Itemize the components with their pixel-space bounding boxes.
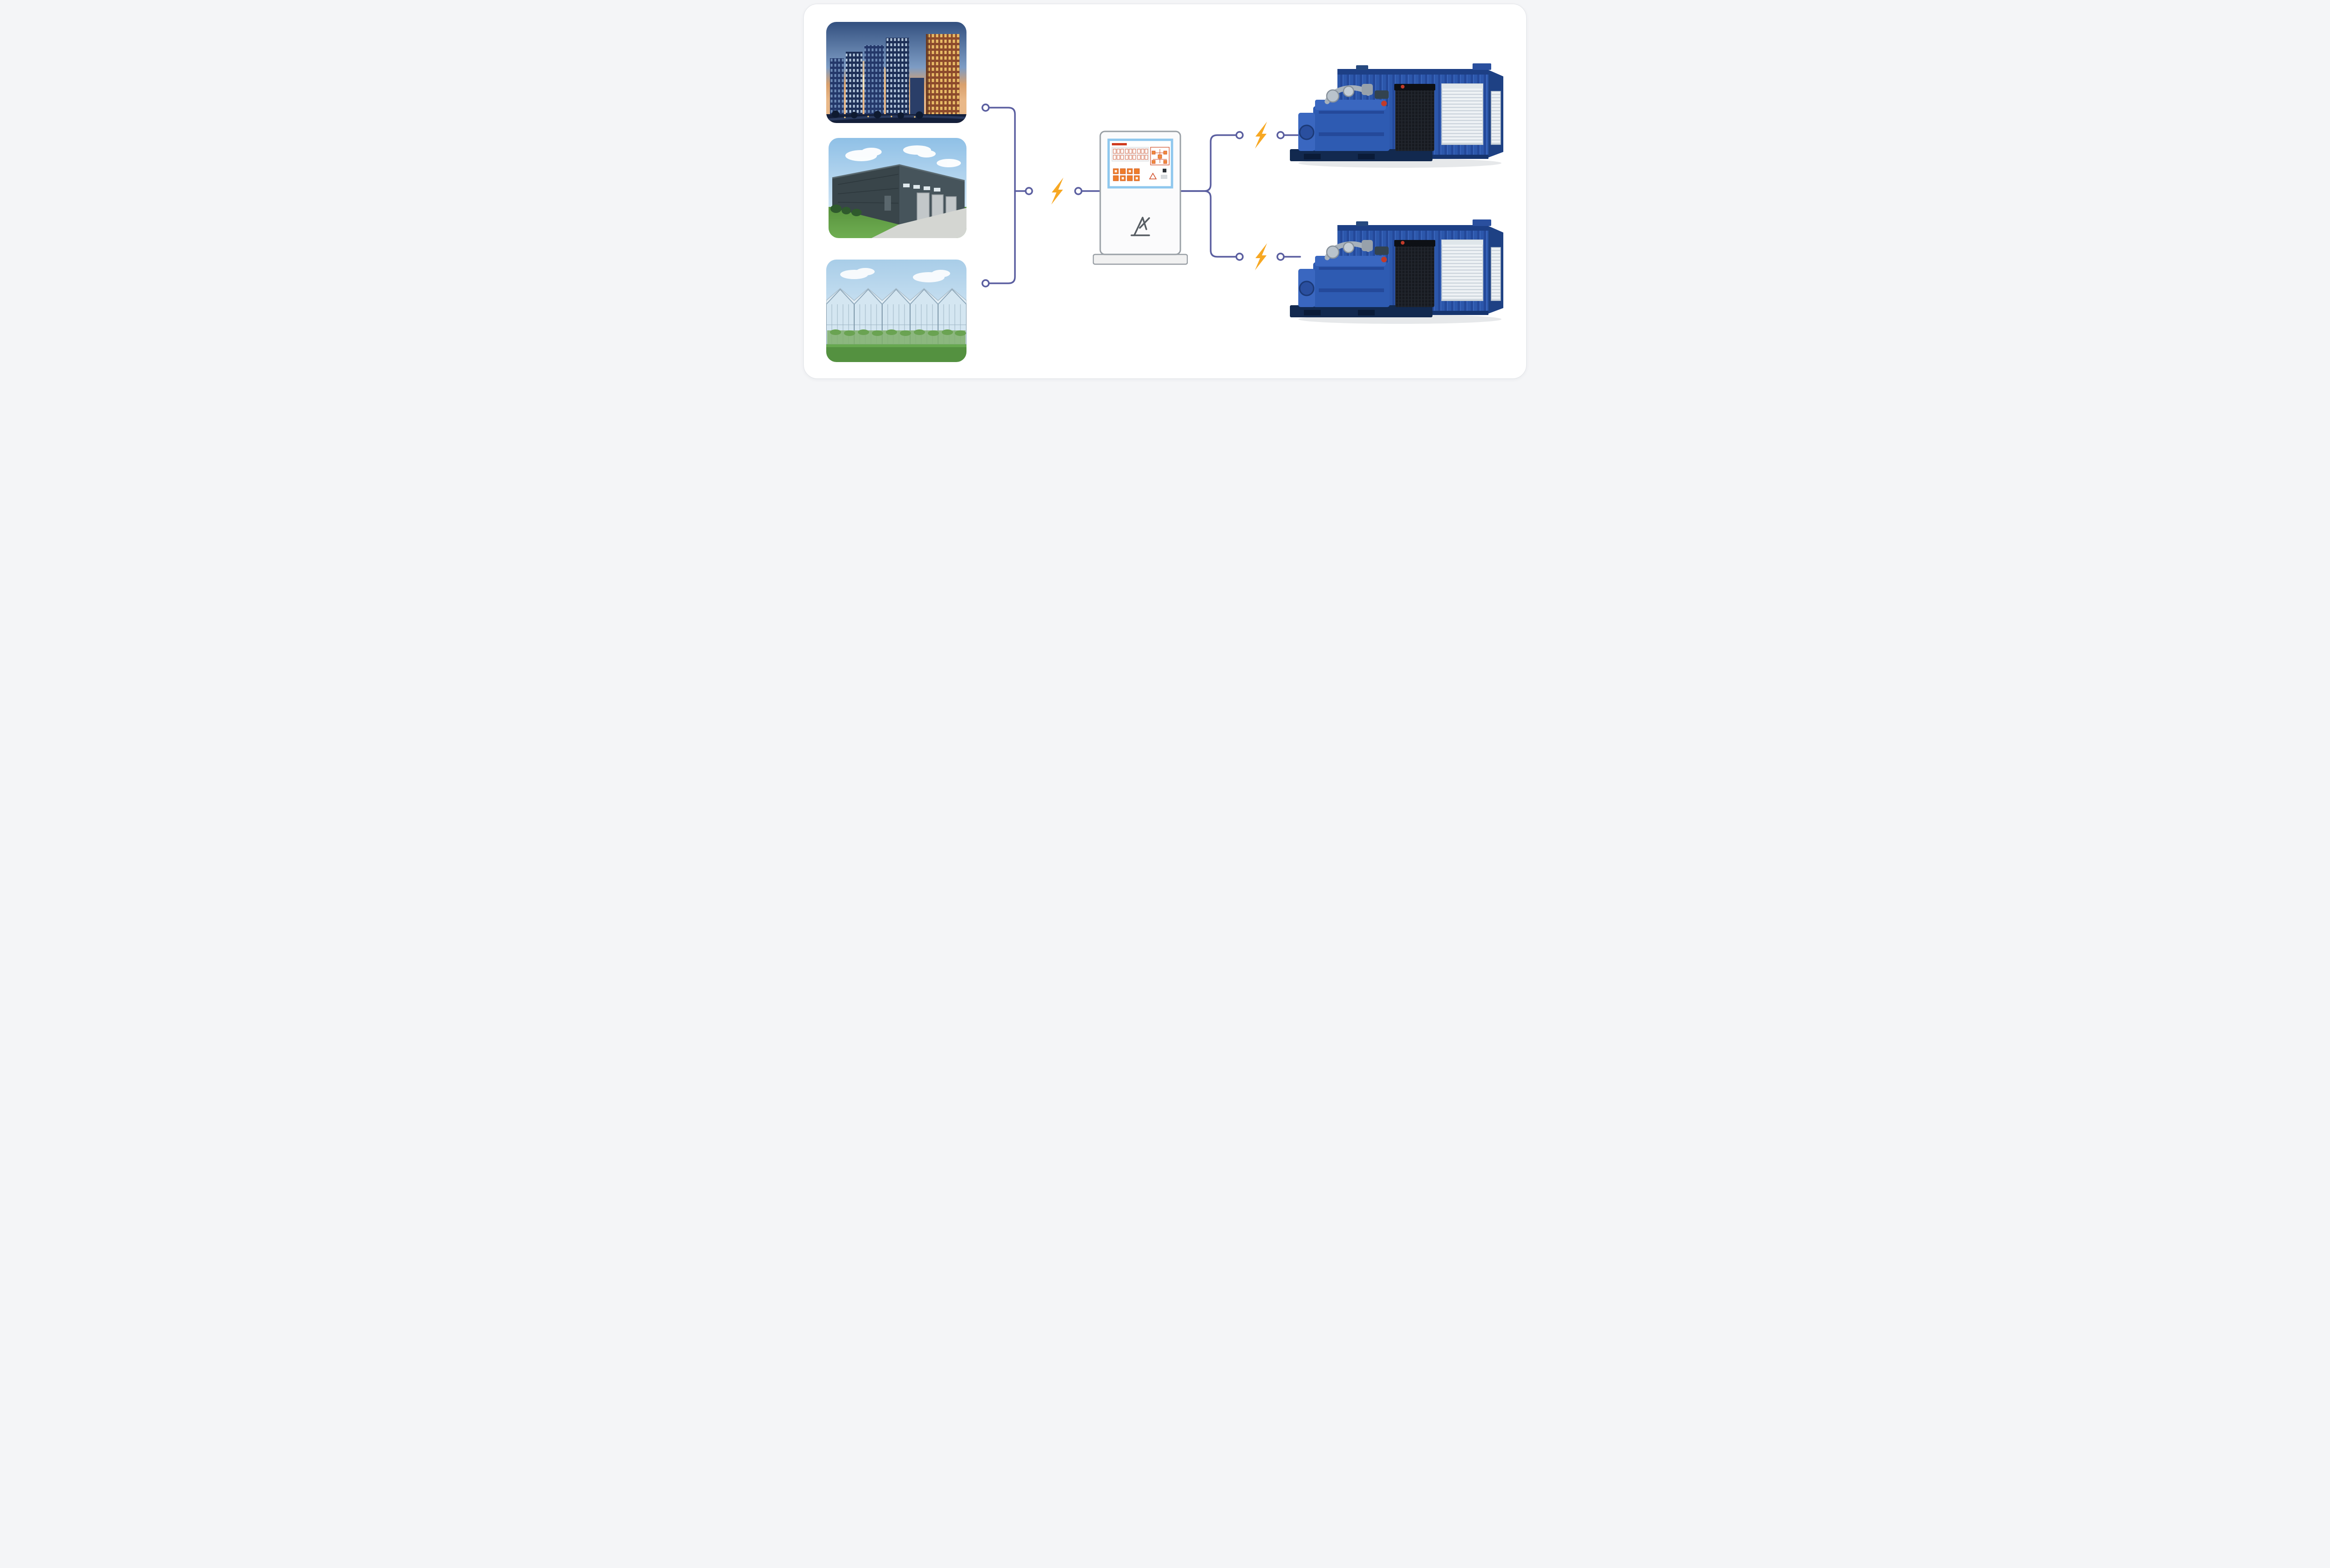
trees [832, 110, 923, 119]
bushes [830, 205, 862, 216]
street-lights [844, 116, 916, 118]
controller-screen-ui [1111, 143, 1170, 181]
containerized-diesel-generator-top [1288, 62, 1504, 171]
concrete-apron [871, 208, 966, 238]
grass-foreground [826, 344, 966, 362]
cabinet-base [1093, 253, 1188, 265]
generator-illustration [1288, 62, 1504, 171]
plant-rows [830, 329, 966, 336]
orange-tower [926, 34, 959, 123]
clouds [845, 145, 961, 167]
city-buildings-illustration [826, 22, 966, 123]
residential-buildings-photo [826, 22, 966, 123]
warning-triangle-icon [1149, 172, 1157, 179]
control-cabinet [1093, 130, 1188, 266]
infographic-stage [800, 0, 1530, 383]
industrial-building-photo [829, 138, 966, 238]
containerized-diesel-generator-bottom [1288, 219, 1504, 327]
residential-towers [830, 34, 959, 123]
warehouse-illustration [829, 138, 966, 238]
greenhouse-photo [826, 260, 966, 362]
clouds [840, 268, 950, 282]
generator-illustration [1288, 219, 1504, 327]
display-cells [1113, 149, 1148, 160]
control-cabinet-illustration [1093, 130, 1188, 265]
button-glyphs [1115, 170, 1138, 179]
mimic-panel [1150, 147, 1170, 165]
brand-logo [1131, 217, 1150, 236]
greenhouse-illustration [826, 260, 966, 362]
windows [903, 184, 940, 192]
